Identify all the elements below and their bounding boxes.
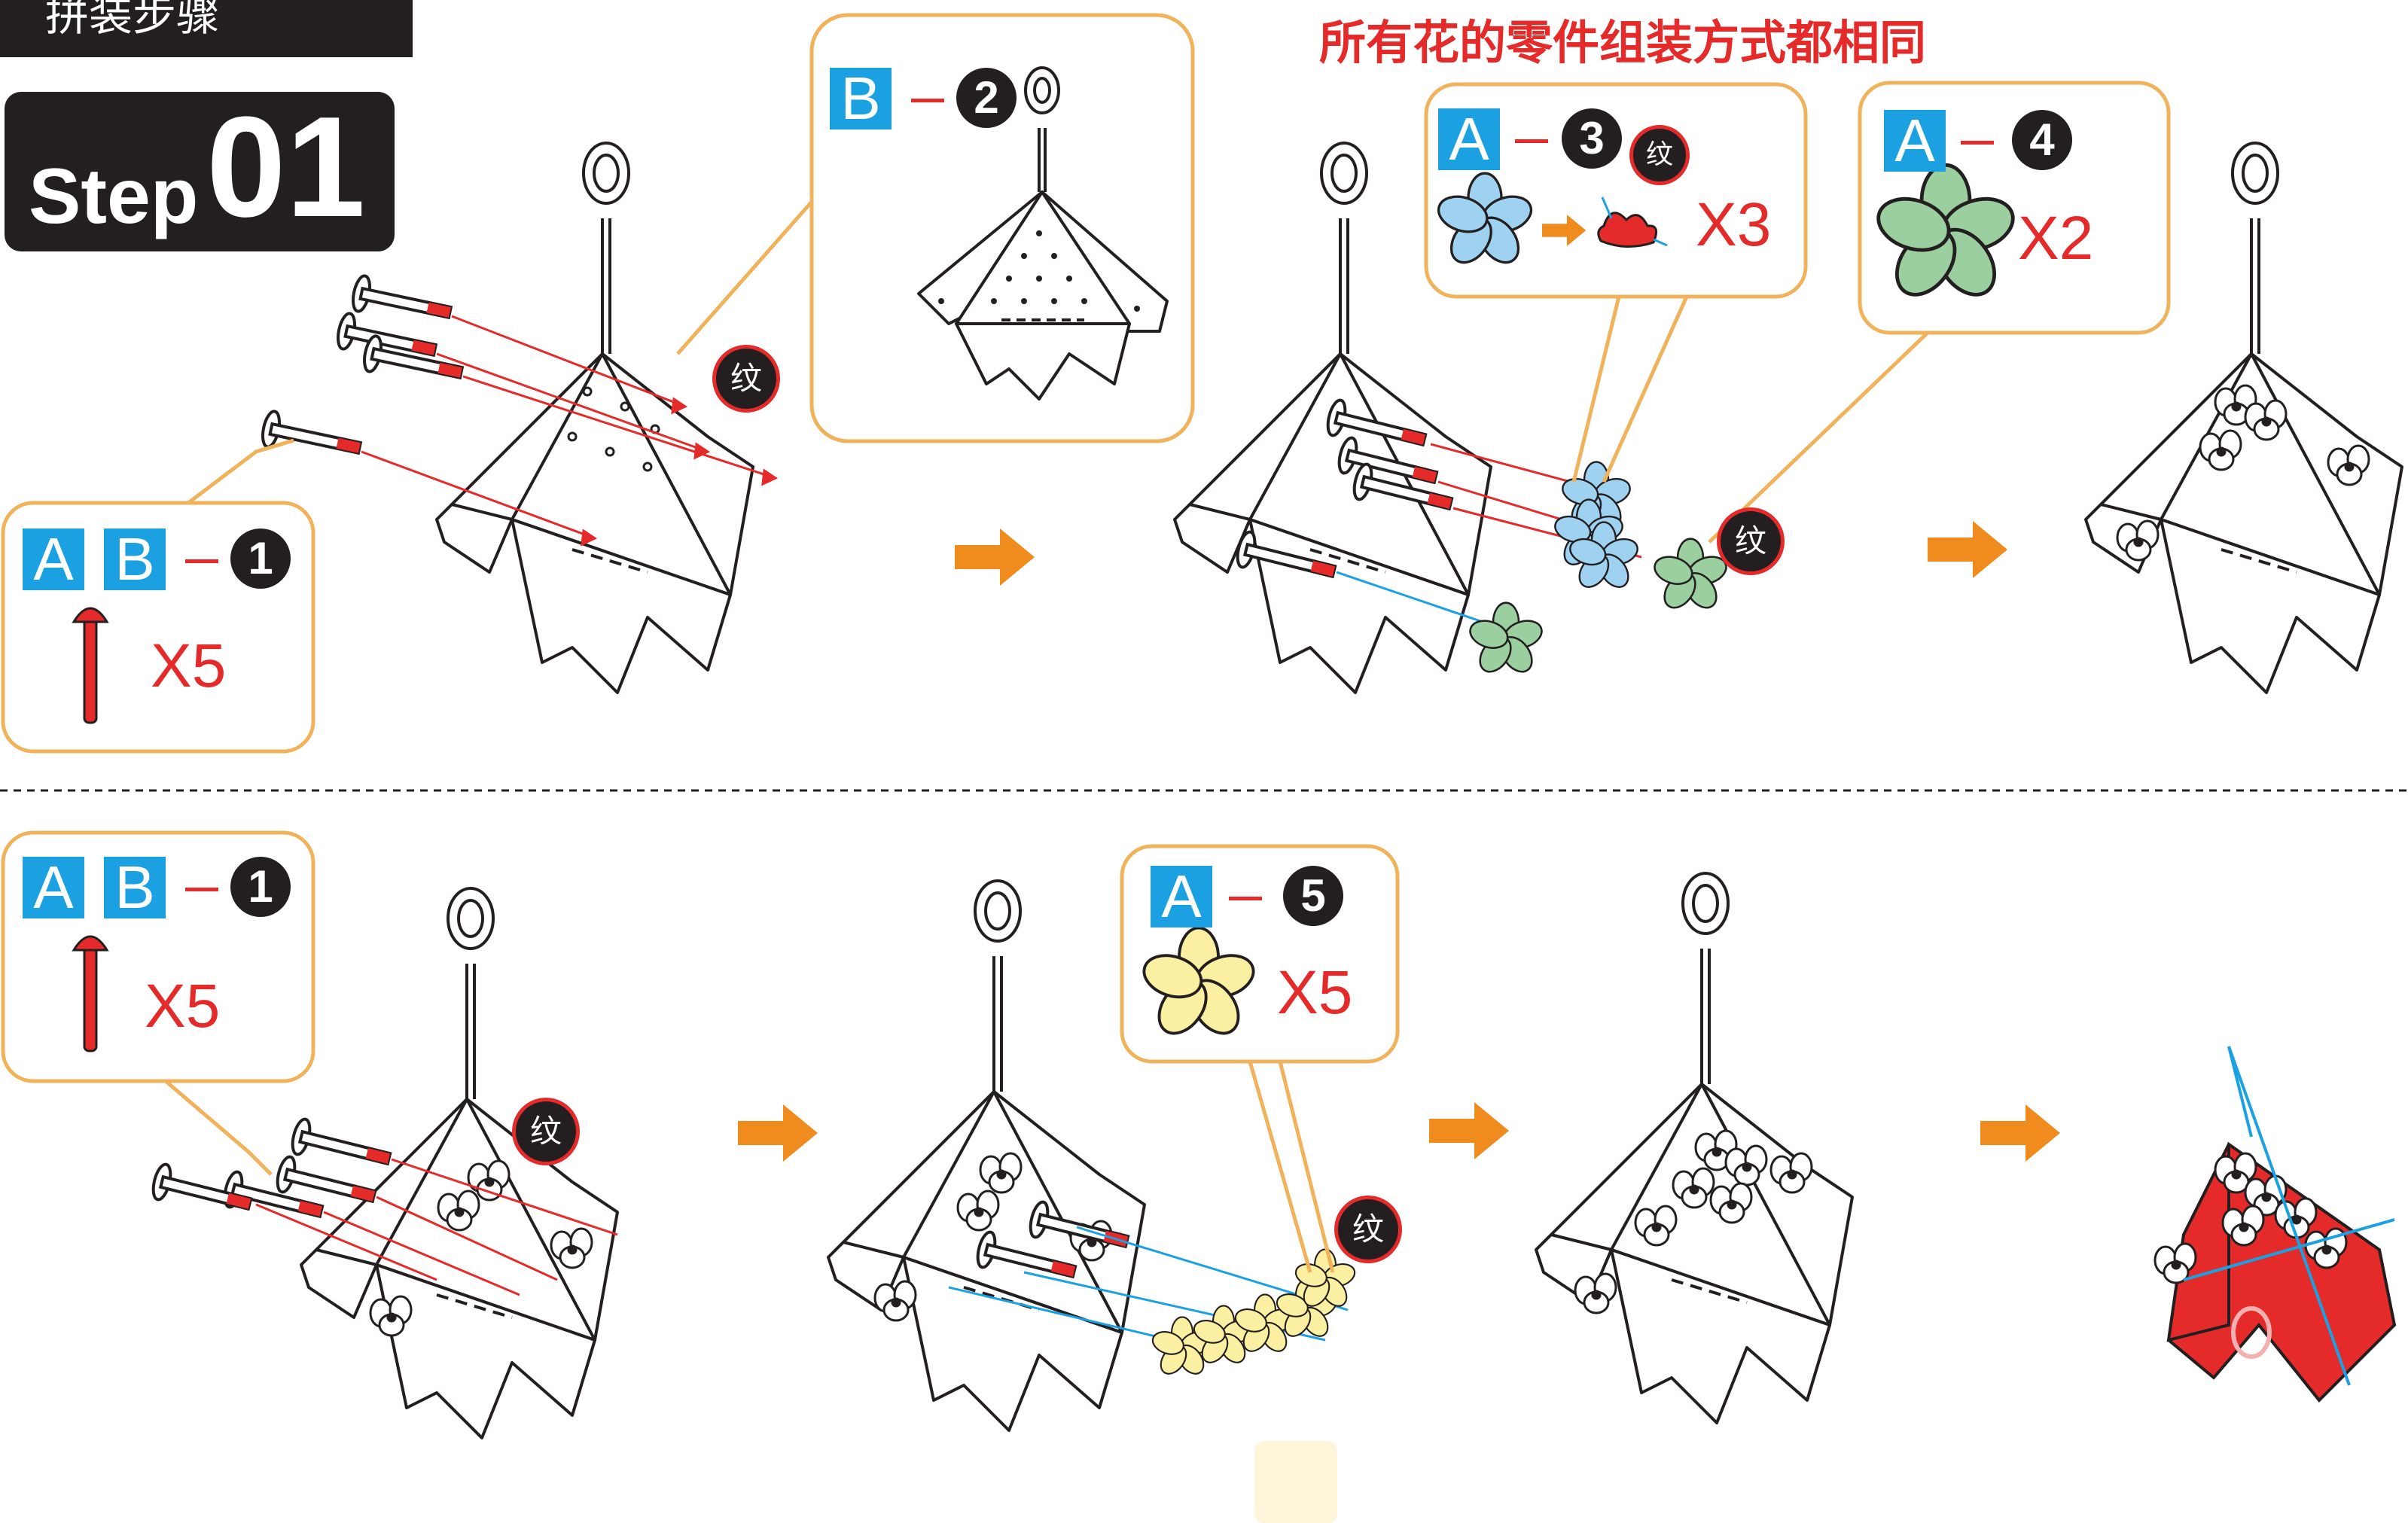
- assembly-note: 所有花的零件组装方式都相同: [1319, 15, 1927, 70]
- flower-cluster-blue: [1550, 461, 1642, 594]
- dash: [185, 559, 218, 563]
- quantity: X5: [151, 632, 227, 700]
- step-circle: 5: [1283, 866, 1343, 926]
- house-illustration-4: [300, 887, 619, 1439]
- quantity: X3: [1696, 190, 1772, 259]
- red-peg-icon: [72, 607, 109, 724]
- tag-a: A: [23, 528, 84, 590]
- texture-mark: 纹: [712, 345, 780, 413]
- peg-group-4: [148, 1116, 618, 1296]
- step-circle: 4: [2012, 110, 2072, 170]
- dash: [1515, 139, 1548, 143]
- callout-blue-flower: [1424, 82, 1808, 483]
- tag-b: B: [104, 528, 166, 590]
- flower-cluster-yellow: [1149, 1248, 1358, 1380]
- yellow-scrap: [1254, 1441, 1337, 1523]
- red-peg-icon: [72, 935, 109, 1052]
- arrow-right-icon: [1928, 521, 2007, 578]
- tag-b: B: [104, 857, 166, 918]
- step-circle: 1: [230, 528, 291, 589]
- peg-group-1: [258, 273, 779, 547]
- step-circle: 1: [230, 857, 291, 917]
- texture-mark: 纹: [1629, 125, 1690, 185]
- red-flower-icon: [1597, 196, 1668, 248]
- house-illustration-1: [435, 142, 754, 694]
- section-title: 拼装步骤: [0, 0, 413, 57]
- quantity: X5: [145, 972, 221, 1040]
- step-circle: 2: [956, 68, 1017, 128]
- dash: [911, 99, 944, 102]
- arrow-right-icon: [1429, 1102, 1509, 1159]
- house-illustration-6: [1535, 872, 1854, 1424]
- tag-b: B: [830, 68, 892, 129]
- texture-mark: 纹: [1334, 1196, 1402, 1263]
- tag-a: A: [23, 857, 84, 918]
- tag-a: A: [1151, 866, 1212, 928]
- quantity: X5: [1277, 958, 1353, 1027]
- arrow-right-icon: [1980, 1104, 2060, 1162]
- callout-roof-piece: [676, 13, 1195, 443]
- step-number: 01: [206, 87, 366, 247]
- dash: [1229, 897, 1262, 900]
- quantity: X2: [2018, 204, 2094, 273]
- dash: [1961, 141, 1994, 145]
- step-circle: 3: [1562, 108, 1622, 169]
- tag-a: A: [1884, 110, 1946, 172]
- arrow-right-icon: [955, 528, 1035, 586]
- house-illustration-7: [2153, 1046, 2397, 1403]
- house-illustration-5: [827, 879, 1146, 1432]
- step-badge: Step 01: [5, 92, 395, 251]
- arrow-right-icon: [738, 1104, 818, 1162]
- callout-peg-top: [1, 438, 315, 754]
- texture-mark: 纹: [512, 1098, 580, 1165]
- texture-mark: 纹: [1717, 507, 1785, 575]
- step-word: Step: [29, 153, 199, 240]
- tag-a: A: [1438, 108, 1500, 170]
- dash: [185, 888, 218, 891]
